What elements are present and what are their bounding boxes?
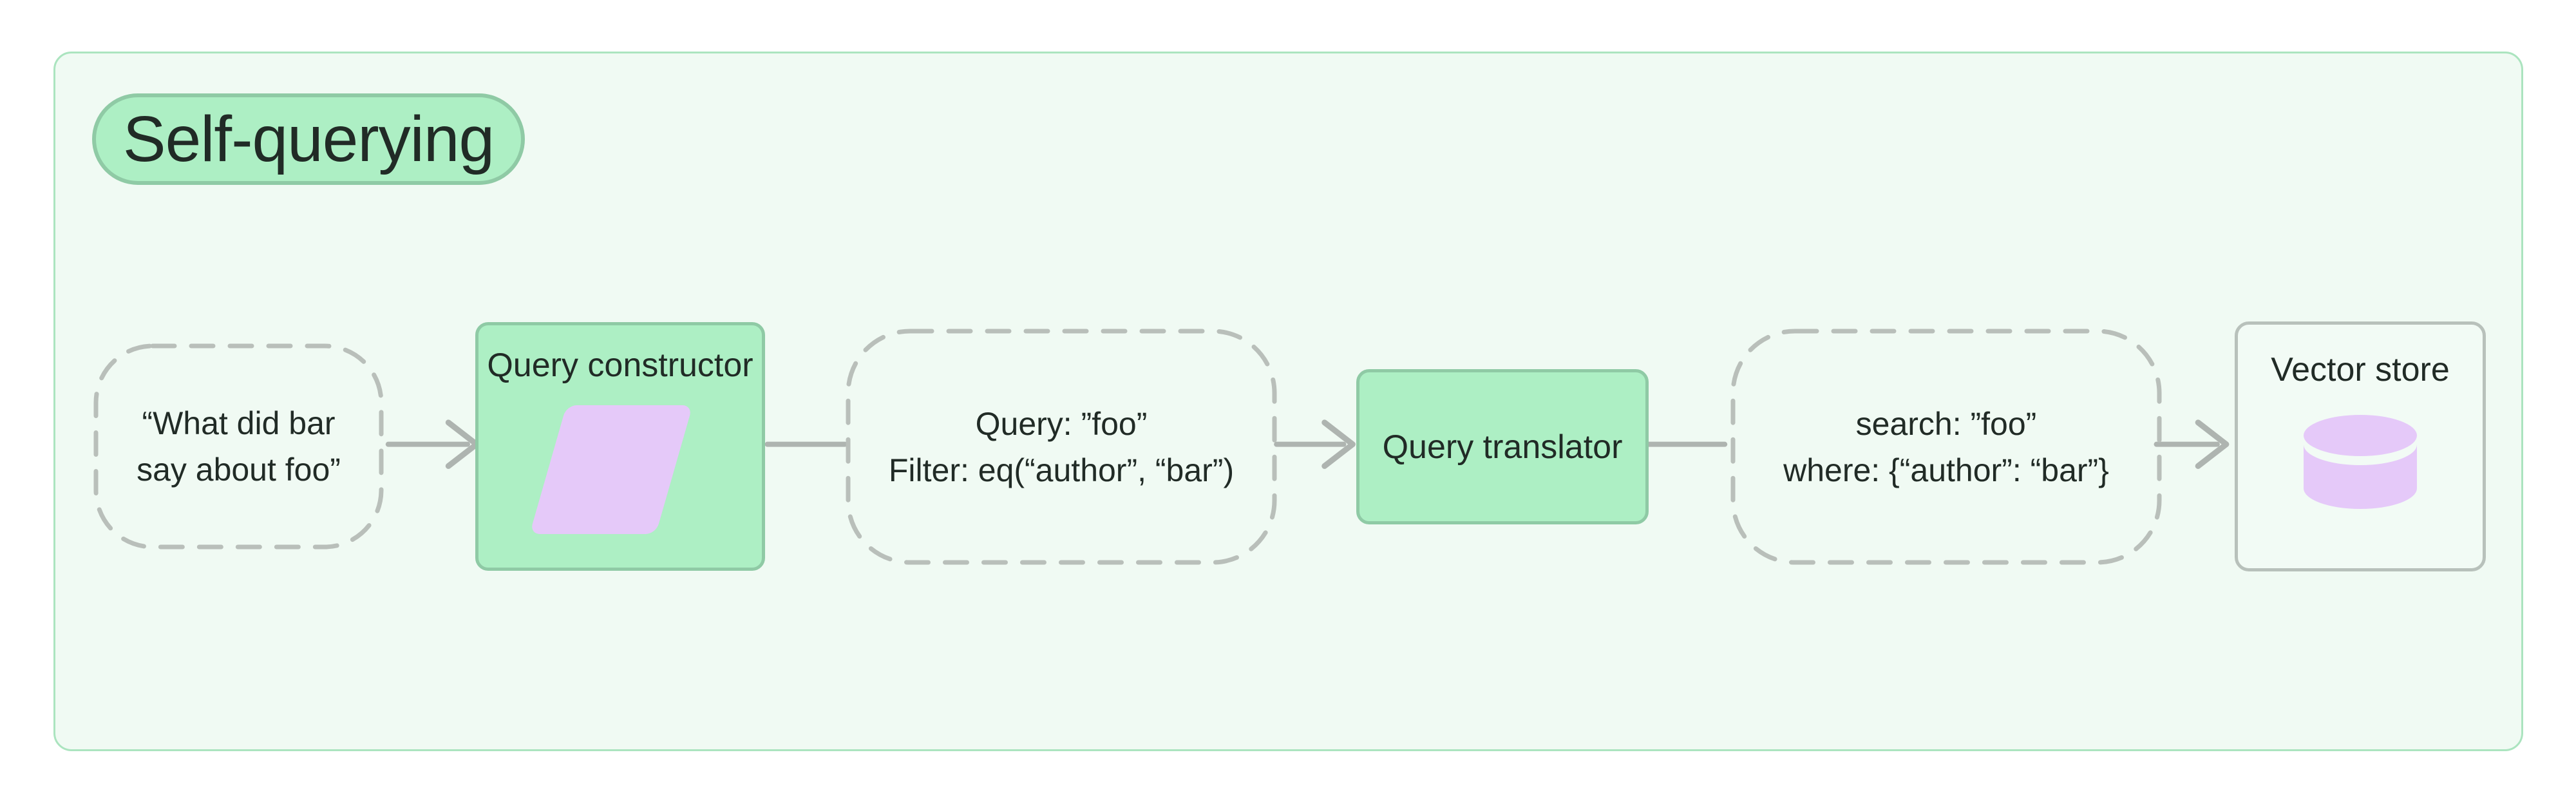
diagram-title: Self-querying (122, 102, 495, 175)
connector-translated-query-to-vector-store (2154, 419, 2230, 469)
node-query-translator: Query translator (1356, 369, 1649, 524)
node-user-query-line-2: say about foo” (137, 452, 341, 488)
arrowhead-icon (1321, 419, 1356, 469)
connector-structured-query-to-translator (1274, 419, 1356, 469)
query-constructor-label: Query constructor (487, 347, 753, 384)
structured-query-line-1: Query: ”foo” (975, 405, 1148, 442)
diagram-title-badge: Self-querying (92, 93, 525, 185)
parallelogram-icon (529, 405, 693, 534)
node-user-query: “What did bar say about foo” (93, 343, 384, 550)
query-translator-label: Query translator (1382, 428, 1623, 466)
arrowhead-icon (445, 419, 480, 469)
node-translated-query: search: ”foo” where: {“author”: “bar”} (1730, 329, 2162, 565)
node-query-constructor: Query constructor (475, 322, 765, 571)
node-user-query-line-1: “What did bar (142, 405, 336, 441)
translated-query-line-1: search: ”foo” (1855, 405, 2037, 442)
translated-query-line-2: where: {“author”: “bar”} (1783, 452, 2109, 488)
arrowhead-icon (2195, 419, 2230, 469)
connector-input-to-constructor (385, 419, 480, 469)
diagram-canvas: Self-querying “What did bar say about fo… (53, 52, 2523, 751)
database-icon (2304, 415, 2417, 509)
vector-store-label: Vector store (2271, 351, 2450, 388)
dashed-border (846, 329, 1277, 565)
structured-query-line-2: Filter: eq(“author”, “bar”) (888, 452, 1235, 488)
dashed-border (93, 343, 384, 550)
node-structured-query: Query: ”foo” Filter: eq(“author”, “bar”) (846, 329, 1277, 565)
node-vector-store: Vector store (2235, 321, 2486, 571)
dashed-border (1730, 329, 2162, 565)
